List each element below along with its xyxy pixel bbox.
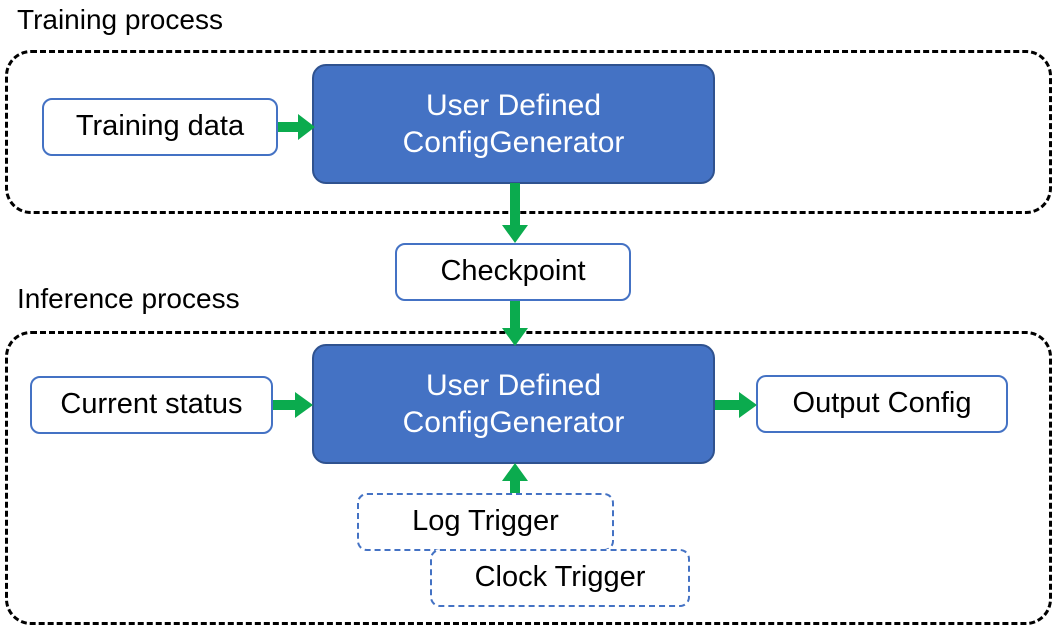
node-generator-infer-line1: User Defined [425, 368, 602, 402]
node-clock-trigger[interactable]: Clock Trigger [430, 549, 690, 607]
node-current-status[interactable]: Current status [30, 376, 273, 434]
inference-process-container [5, 331, 1052, 625]
node-generator-train-line1: User Defined [425, 88, 602, 122]
section-label-training: Training process [17, 4, 223, 35]
node-user-defined-configgenerator-inference[interactable]: User Defined ConfigGenerator [312, 344, 715, 464]
node-checkpoint[interactable]: Checkpoint [395, 243, 631, 301]
arrow-generator-to-output-config [715, 390, 759, 420]
training-process-container [5, 50, 1052, 214]
node-log-trigger[interactable]: Log Trigger [357, 493, 614, 551]
node-generator-train-line2: ConfigGenerator [402, 126, 625, 159]
section-label-inference: Inference process [17, 283, 240, 314]
node-generator-infer-line2: ConfigGenerator [402, 406, 625, 439]
arrow-training-data-to-generator [278, 112, 316, 142]
node-training-data[interactable]: Training data [42, 98, 278, 156]
arrow-trigger-to-generator [500, 463, 530, 497]
node-user-defined-configgenerator-training[interactable]: User Defined ConfigGenerator [312, 64, 715, 184]
node-output-config[interactable]: Output Config [756, 375, 1008, 433]
arrow-current-status-to-generator [273, 390, 315, 420]
arrow-generator-to-checkpoint [500, 183, 530, 245]
arrow-checkpoint-to-generator [500, 301, 530, 347]
